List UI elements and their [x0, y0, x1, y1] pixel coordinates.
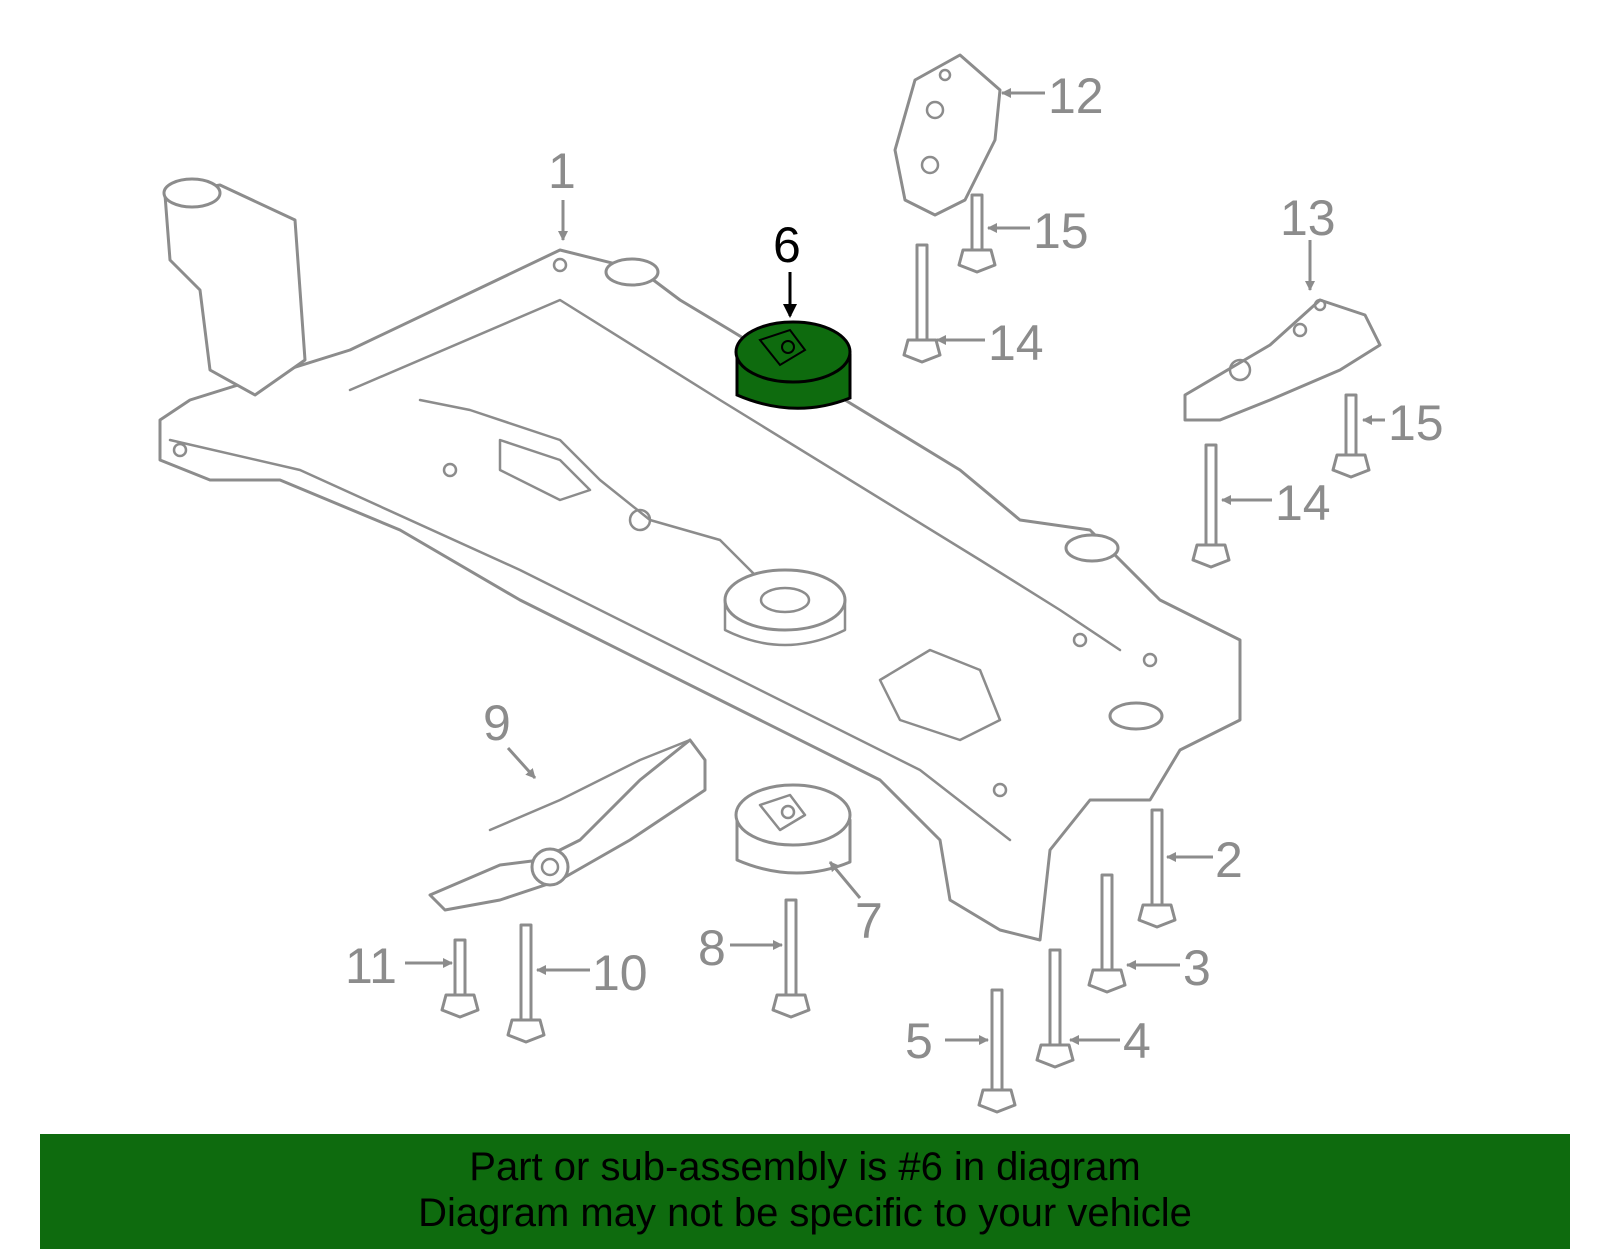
callout-14-a: 14 — [988, 315, 1044, 371]
callout-15-b: 15 — [1388, 395, 1444, 451]
callout-12: 12 — [1048, 68, 1104, 124]
part-9-bracket — [428, 738, 707, 912]
info-banner: Part or sub-assembly is #6 in diagram Di… — [40, 1134, 1570, 1249]
banner-line-2: Diagram may not be specific to your vehi… — [418, 1191, 1192, 1235]
callout-4: 4 — [1123, 1013, 1151, 1069]
bolt-3 — [1087, 873, 1127, 994]
subframe — [158, 177, 1242, 942]
callout-15-a: 15 — [1033, 203, 1089, 259]
bolt-14-b — [1191, 443, 1231, 569]
banner-line-1: Part or sub-assembly is #6 in diagram — [469, 1145, 1141, 1189]
callout-13: 13 — [1280, 190, 1336, 246]
bolt-10 — [506, 923, 546, 1044]
bolt-11 — [440, 938, 480, 1019]
callout-5: 5 — [905, 1013, 933, 1069]
bolt-4 — [1035, 948, 1075, 1069]
bolt-5 — [977, 988, 1017, 1114]
callout-3: 3 — [1183, 940, 1211, 996]
bolt-2 — [1137, 808, 1177, 929]
callout-8: 8 — [698, 920, 726, 976]
callout-2: 2 — [1215, 832, 1243, 888]
bolt-15-a — [957, 193, 997, 274]
part-13-bracket — [1183, 298, 1382, 422]
bolt-14-a — [902, 243, 942, 364]
callout-1: 1 — [548, 143, 576, 199]
callout-10: 10 — [592, 945, 648, 1001]
callout-7: 7 — [855, 893, 883, 949]
callout-6: 6 — [773, 217, 801, 273]
callout-9: 9 — [483, 695, 511, 751]
bolt-15-b — [1331, 393, 1371, 479]
callout-11: 11 — [345, 938, 397, 994]
part-7-mount — [734, 783, 852, 875]
callout-14-b: 14 — [1275, 475, 1331, 531]
part-12-bracket — [893, 53, 1002, 217]
bolt-8 — [771, 898, 811, 1019]
part-6-mount — [734, 320, 852, 410]
